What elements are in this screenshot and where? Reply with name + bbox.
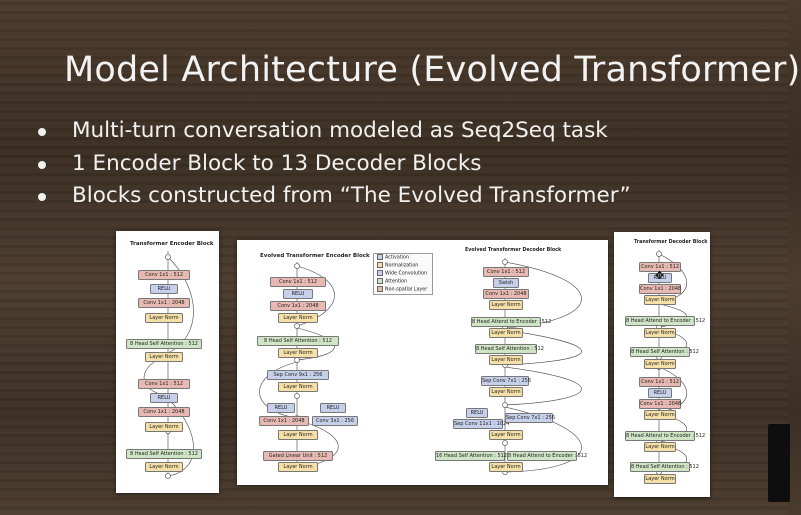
diagram-block: Conv 1x1 : 2048 bbox=[138, 407, 190, 417]
diagram-block: RELU bbox=[150, 284, 178, 294]
legend-item: Attention bbox=[377, 278, 407, 286]
diagram-block: Conv 1x1 : 2048 bbox=[639, 399, 682, 409]
diagram-block: 16 Head Self Attention : 512 bbox=[435, 451, 508, 461]
dark-corner-shape bbox=[768, 424, 790, 502]
diagram-block: 8 Head Self Attention : 512 bbox=[630, 347, 699, 357]
bullet-list: Multi-turn conversation modeled as Seq2S… bbox=[38, 118, 631, 216]
diagram-block: RELU bbox=[150, 393, 178, 403]
swatch-icon bbox=[377, 262, 383, 268]
diagram-block: Layer Norm bbox=[278, 462, 318, 472]
legend-label: Activation bbox=[385, 255, 410, 261]
slide-title: Model Architecture (Evolved Transformer) bbox=[64, 50, 801, 90]
legend-label: Wide Convolution bbox=[385, 271, 428, 277]
diagram-block: Conv 3x1 : 256 bbox=[312, 416, 358, 426]
diagram-block: Layer Norm bbox=[278, 382, 318, 392]
diagram-block: RELU bbox=[320, 403, 346, 413]
diagram-block: 8 Head Attend to Encoder : 512 bbox=[507, 451, 588, 461]
diagram-block: 8 Head Self Attention : 512 bbox=[475, 344, 544, 354]
diagram-block: Layer Norm bbox=[489, 328, 523, 338]
diagram-block: 8 Head Self Attention : 512 bbox=[630, 462, 699, 472]
bullet-text: Blocks constructed from “The Evolved Tra… bbox=[72, 183, 631, 208]
diagram-block: Layer Norm bbox=[644, 474, 676, 484]
diagram-block: Layer Norm bbox=[145, 352, 183, 362]
diagram-block: Layer Norm bbox=[278, 348, 318, 358]
diagram-block: Layer Norm bbox=[644, 442, 676, 452]
legend-item: Activation bbox=[377, 254, 409, 262]
diagram-block: Layer Norm bbox=[644, 295, 676, 305]
transformer-encoder-figure: Transformer Encoder Block Conv 1x1 : 512… bbox=[116, 231, 219, 493]
legend-item: Wide Convolution bbox=[377, 270, 427, 278]
diagram-block: RELU bbox=[283, 289, 313, 299]
diagram-block: Layer Norm bbox=[644, 359, 676, 369]
diagram-block: 8 Head Attend to Encoder : 512 bbox=[471, 317, 552, 327]
bullet-text: Multi-turn conversation modeled as Seq2S… bbox=[72, 118, 608, 143]
diagram-block: Conv 1x1 : 512 bbox=[138, 379, 190, 389]
legend: Activation Normalization Wide Convolutio… bbox=[373, 253, 433, 295]
diagram-block: Conv 1x1 : 2048 bbox=[270, 301, 326, 311]
swatch-icon bbox=[377, 254, 383, 260]
diagram-block: 8 Head Attend to Encoder : 512 bbox=[625, 316, 706, 326]
swatch-icon bbox=[377, 278, 383, 284]
move-cursor-icon: ✥ bbox=[655, 269, 665, 282]
diagram-block: Conv 1x1 : 512 bbox=[138, 270, 190, 280]
figure-title: Transformer Decoder Block bbox=[634, 240, 708, 245]
diagram-block: Sep Conv 7x1 : 256 bbox=[481, 376, 532, 386]
evolved-transformer-figure: Evolved Transformer Encoder Block Conv 1… bbox=[237, 240, 608, 485]
bullet-item: Blocks constructed from “The Evolved Tra… bbox=[38, 183, 631, 216]
swatch-icon bbox=[377, 270, 383, 276]
diagram-block: Conv 1x1 : 512 bbox=[483, 267, 529, 277]
diagram-block: RELU bbox=[648, 388, 672, 398]
bullet-dot-icon bbox=[38, 193, 46, 201]
diagram-block: 8 Head Self Attention : 512 bbox=[126, 339, 202, 349]
diagram-block: Layer Norm bbox=[278, 313, 318, 323]
diagram-block: Layer Norm bbox=[489, 462, 523, 472]
diagram-block: Gated Linear Unit : 512 bbox=[263, 451, 333, 461]
diagram-block: Conv 1x1 : 512 bbox=[639, 262, 681, 272]
diagram-block: Sep Conv 9x1 : 256 bbox=[267, 370, 329, 380]
diagram-block: Conv 1x1 : 512 bbox=[639, 377, 681, 387]
diagram-block: Layer Norm bbox=[644, 328, 676, 338]
diagram-block: Layer Norm bbox=[145, 313, 183, 323]
diagram-block: 8 Head Self Attention : 512 bbox=[126, 449, 202, 459]
diagram-block: Layer Norm bbox=[489, 355, 523, 365]
diagram-block: Layer Norm bbox=[489, 387, 523, 397]
diagram-block: Conv 1x1 : 2048 bbox=[259, 416, 309, 426]
diagram-block: Layer Norm bbox=[644, 410, 676, 420]
bullet-item: Multi-turn conversation modeled as Seq2S… bbox=[38, 118, 631, 151]
diagram-block: Sep Conv 11x1 : 1024 bbox=[453, 419, 510, 429]
diagram-block: Sep Conv 7x1 : 256 bbox=[505, 413, 556, 423]
swatch-icon bbox=[377, 286, 383, 292]
figure-title: Evolved Transformer Decoder Block bbox=[465, 248, 562, 253]
diagram-block: Conv 1x1 : 512 bbox=[270, 277, 326, 287]
legend-item: Normalization bbox=[377, 262, 418, 270]
diagram-block: Conv 1x1 : 2048 bbox=[138, 298, 190, 308]
bullet-text: 1 Encoder Block to 13 Decoder Blocks bbox=[72, 150, 482, 176]
diagram-block: RELU bbox=[466, 408, 488, 418]
figure-title: Evolved Transformer Encoder Block bbox=[260, 253, 370, 259]
diagram-block: Layer Norm bbox=[145, 422, 183, 432]
legend-item: Non-spatial Layer bbox=[377, 286, 427, 294]
legend-label: Attention bbox=[385, 279, 408, 285]
diagram-block: Layer Norm bbox=[489, 300, 523, 310]
transformer-decoder-figure: Transformer Decoder Block Conv 1x1 : 512… bbox=[614, 232, 710, 497]
bullet-dot-icon bbox=[38, 128, 46, 136]
diagram-block: RELU bbox=[267, 403, 295, 413]
diagram-block: RELU bbox=[648, 273, 672, 283]
diagram-block: 8 Head Attend to Encoder : 512 bbox=[625, 431, 706, 441]
diagram-block: Swish bbox=[493, 278, 519, 288]
diagram-block: Layer Norm bbox=[145, 462, 183, 472]
bullet-item: 1 Encoder Block to 13 Decoder Blocks bbox=[38, 151, 631, 184]
diagram-block: 8 Head Self Attention : 512 bbox=[257, 336, 339, 346]
diagram-block: Layer Norm bbox=[278, 430, 318, 440]
diagram-block: Layer Norm bbox=[489, 430, 523, 440]
diagram-block: Conv 1x1 : 2048 bbox=[483, 289, 529, 299]
legend-label: Non-spatial Layer bbox=[385, 287, 428, 293]
figure-title: Transformer Encoder Block bbox=[130, 241, 214, 247]
legend-label: Normalization bbox=[385, 263, 419, 269]
diagram-block: Conv 1x1 : 2048 bbox=[639, 284, 682, 294]
bullet-dot-icon bbox=[38, 160, 46, 169]
